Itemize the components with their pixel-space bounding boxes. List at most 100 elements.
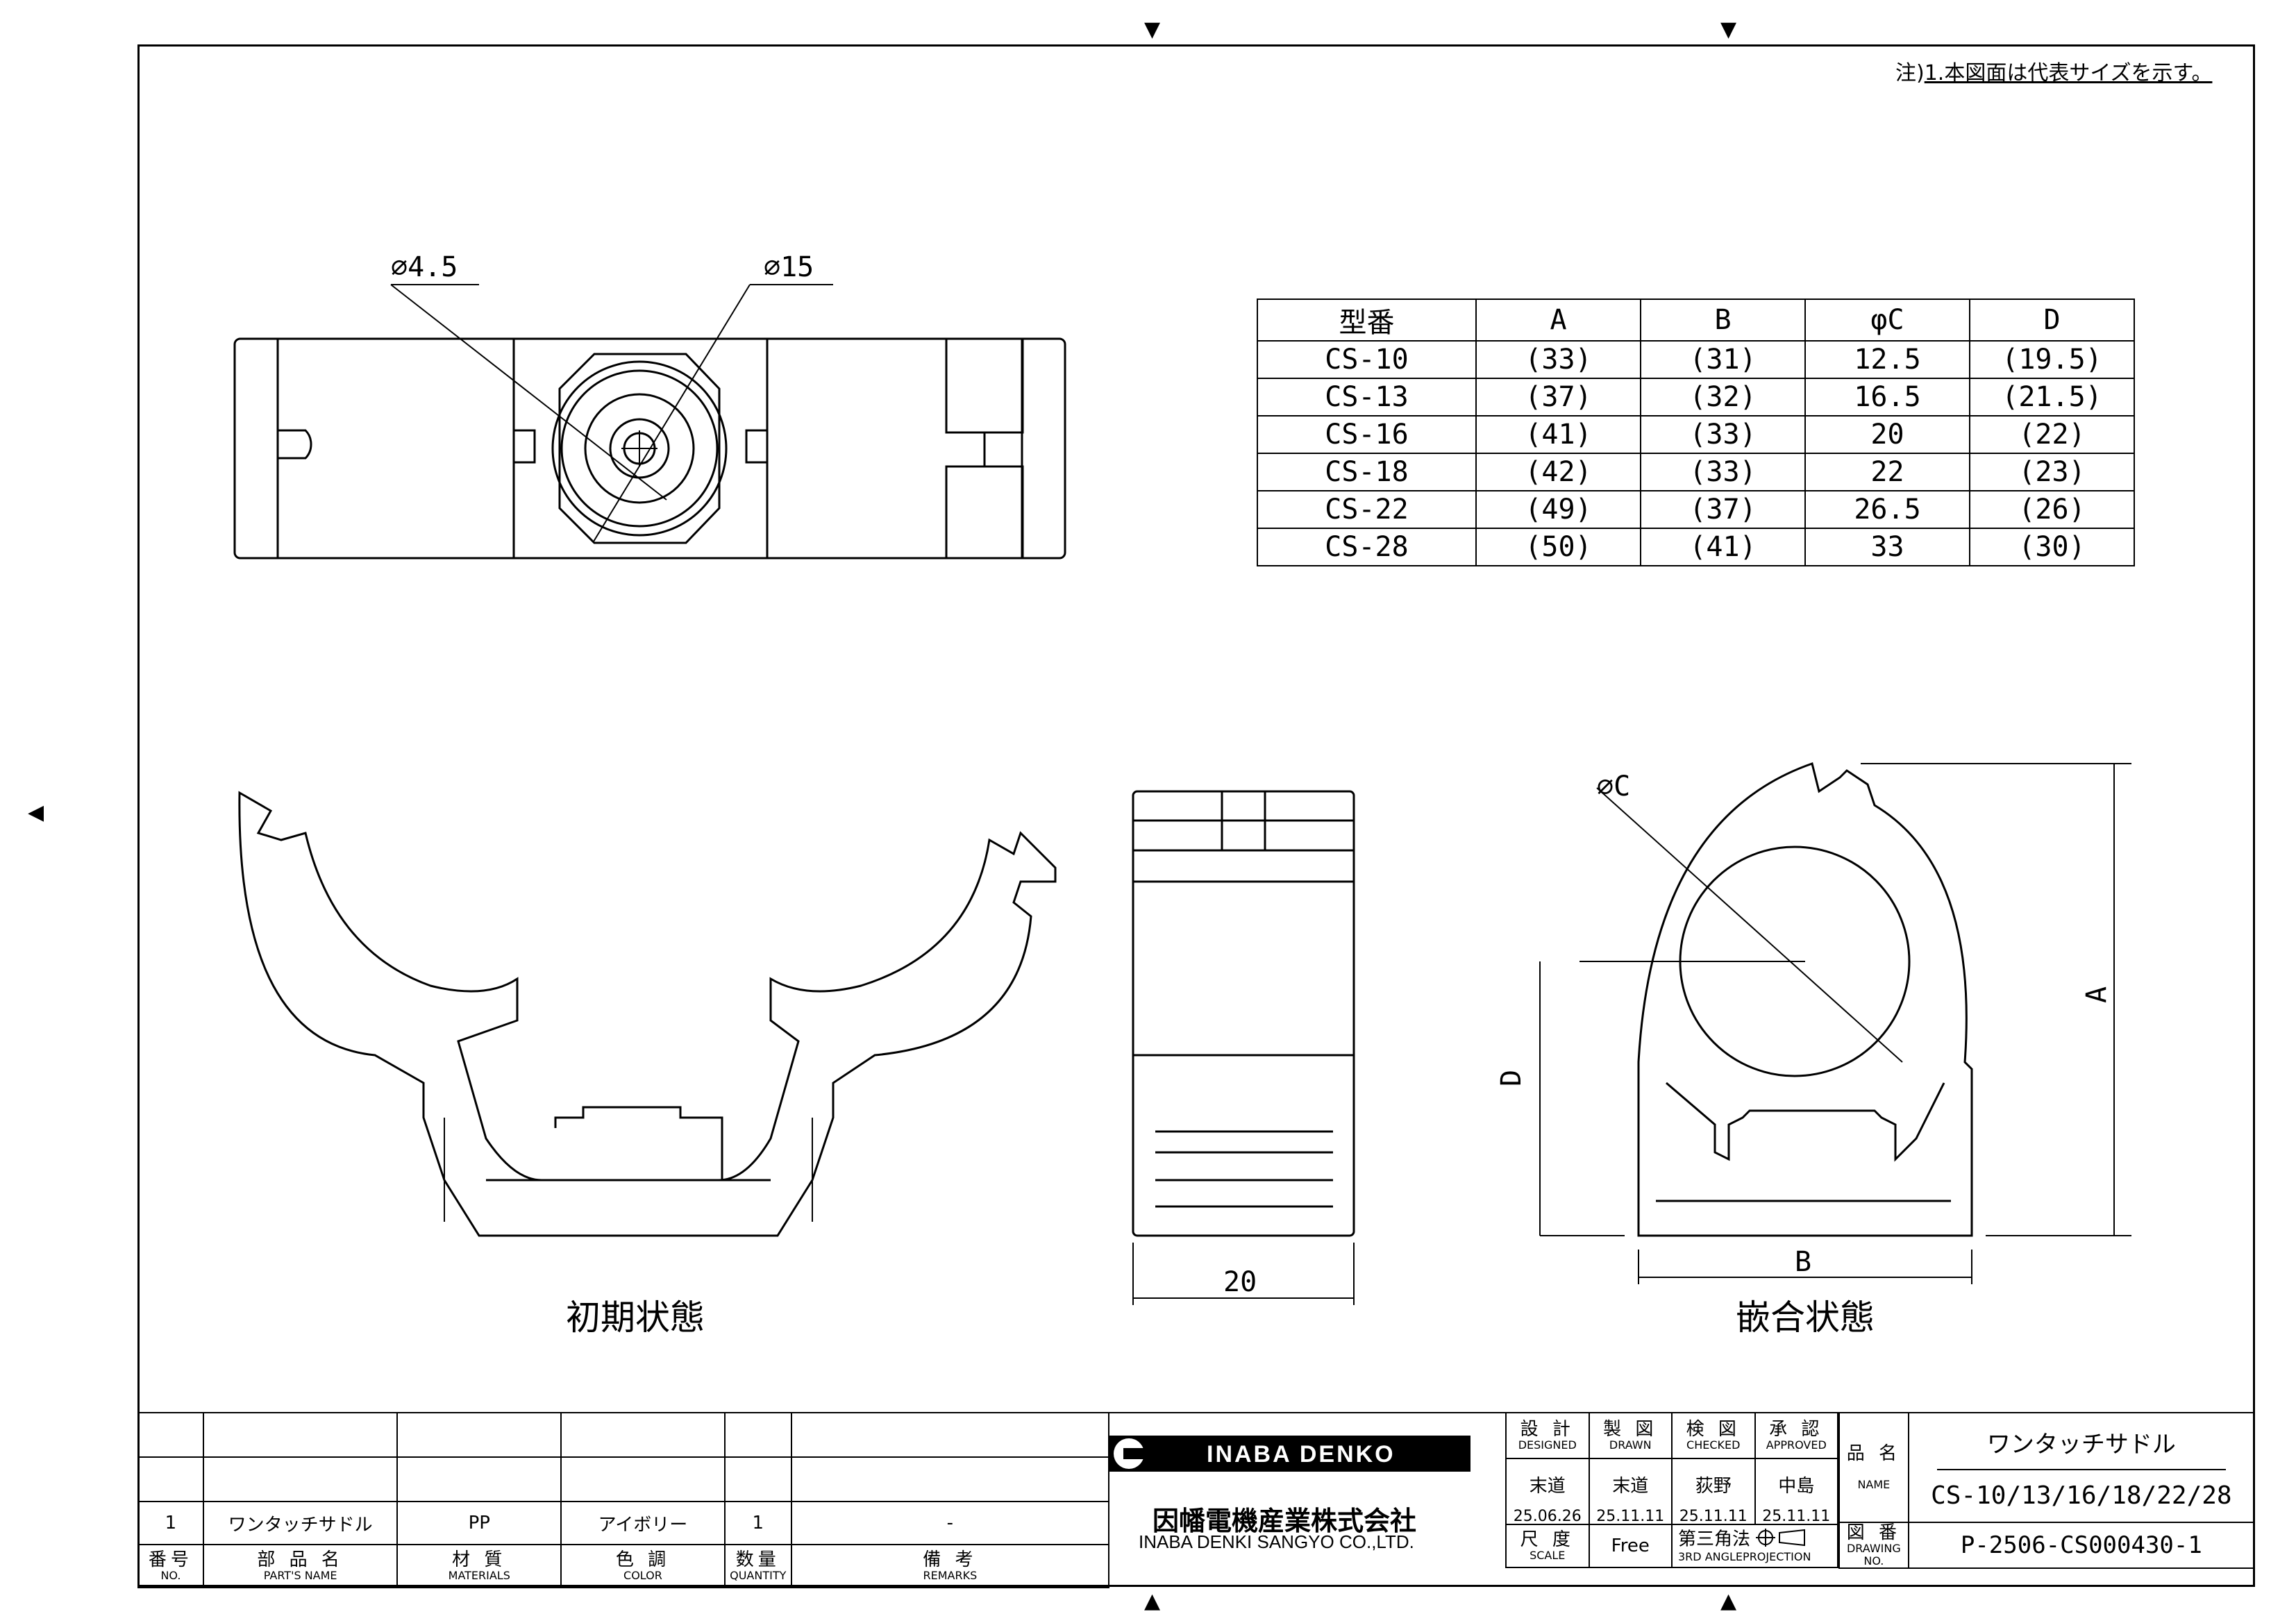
table-row: 1 ワンタッチサドル PP アイボリー 1 - [137, 1501, 1110, 1545]
table-cell: 12.5 [1804, 340, 1970, 379]
spec-header-c: φC [1804, 298, 1970, 342]
designed-label-en: DESIGNED [1518, 1438, 1577, 1452]
table-cell: (41) [1475, 415, 1641, 454]
checked-label-jp: 検 図 [1686, 1419, 1741, 1440]
drawing-no-label-en: DRAWING NO. [1846, 1542, 1901, 1567]
header-remarks-jp: 備 考 [923, 1549, 978, 1570]
part-color: アイボリー [560, 1501, 726, 1545]
registration-mark-bottom-left: ▲ [1144, 1589, 1161, 1613]
registration-mark-top-left: ▼ [1144, 17, 1161, 42]
table-cell: (33) [1475, 340, 1641, 379]
registration-mark-top-right: ▼ [1720, 17, 1737, 42]
header-quantity-jp: 数量 [735, 1549, 780, 1570]
note-prefix: 注) [1895, 61, 1925, 85]
table-cell: (23) [1969, 453, 2135, 491]
table-cell: CS-10 [1257, 340, 1477, 379]
scale-label-jp: 尺 度 [1520, 1529, 1575, 1550]
table-cell: CS-22 [1257, 490, 1477, 529]
fitted-state-label: 嵌合状態 [1736, 1297, 1875, 1338]
table-cell: 16.5 [1804, 378, 1970, 417]
spec-header-a: A [1475, 298, 1641, 342]
company-logo: INABA DENKO [1109, 1436, 1470, 1472]
table-cell: CS-16 [1257, 415, 1477, 454]
projection-label-en: 3RD ANGLEPROJECTION [1678, 1550, 1811, 1563]
drawing-no-value: P-2506-CS000430-1 [1907, 1522, 2256, 1569]
product-name-label-jp: 品 名 [1846, 1443, 1901, 1464]
table-cell: (49) [1475, 490, 1641, 529]
table-cell: (26) [1969, 490, 2135, 529]
table-cell: CS-18 [1257, 453, 1477, 491]
initial-state-view [238, 791, 1057, 1237]
product-title: ワンタッチサドル [1936, 1425, 2226, 1470]
company-name-jp: 因幡電機産業株式会社 [1153, 1506, 1417, 1536]
part-no: 1 [137, 1501, 204, 1545]
checked-date: 25.11.11 [1679, 1508, 1748, 1525]
approved-name: 中島 [1778, 1476, 1815, 1497]
drawn-label-jp: 製 図 [1603, 1419, 1658, 1440]
dim-diameter-c: ∅C [1597, 771, 1631, 802]
spec-header-d: D [1969, 298, 2135, 342]
fitted-state-view [1539, 762, 2131, 1284]
part-remarks: - [790, 1501, 1110, 1545]
spec-header-b: B [1640, 298, 1806, 342]
dim-b: B [1795, 1246, 1812, 1278]
table-cell: (42) [1475, 453, 1641, 491]
table-cell: (22) [1969, 415, 2135, 454]
company-logo-text: INABA DENKO [1207, 1441, 1396, 1468]
drawn-date: 25.11.11 [1596, 1508, 1665, 1525]
spec-table: 型番 A B φC D CS-10 (33) (31) 12.5 (19.5) … [1257, 298, 2135, 566]
drawing-no-label-jp: 図 番 [1846, 1522, 1901, 1543]
table-row: CS-10 (33) (31) 12.5 (19.5) [1257, 340, 2135, 379]
dim-width: 20 [1223, 1266, 1257, 1298]
header-remarks-en: REMARKS [923, 1569, 978, 1582]
table-cell: (41) [1640, 528, 1806, 566]
scale-value: Free [1588, 1524, 1673, 1568]
table-cell: 22 [1804, 453, 1970, 491]
table-cell: CS-28 [1257, 528, 1477, 566]
table-cell: (32) [1640, 378, 1806, 417]
header-name-en: PART'S NAME [263, 1569, 337, 1582]
dim-d: D [1495, 1069, 1528, 1087]
approved-date: 25.11.11 [1762, 1508, 1831, 1525]
table-cell: (30) [1969, 528, 2135, 566]
table-cell: 20 [1804, 415, 1970, 454]
drawn-name: 末道 [1612, 1476, 1649, 1497]
header-name-jp: 部 品 名 [257, 1549, 344, 1570]
header-material-jp: 材 質 [452, 1549, 507, 1570]
checked-name: 荻野 [1695, 1476, 1732, 1497]
table-cell: (37) [1640, 490, 1806, 529]
approved-label-jp: 承 認 [1769, 1419, 1824, 1440]
dim-a: A [2081, 986, 2113, 1004]
drawing-note: 注)1.本図面は代表サイズを示す。 [1895, 56, 2212, 86]
spec-table-header: 型番 A B φC D [1257, 298, 2135, 342]
checked-label-en: CHECKED [1686, 1438, 1741, 1452]
scale-label-en: SCALE [1530, 1549, 1566, 1562]
table-cell: 26.5 [1804, 490, 1970, 529]
table-cell: (50) [1475, 528, 1641, 566]
table-cell: (33) [1640, 415, 1806, 454]
spec-header-model: 型番 [1257, 298, 1477, 342]
table-cell: CS-13 [1257, 378, 1477, 417]
product-models: CS-10/13/16/18/22/28 [1931, 1481, 2232, 1510]
initial-state-label: 初期状態 [566, 1297, 705, 1338]
header-quantity-en: QUANTITY [730, 1569, 787, 1582]
designed-label-jp: 設 計 [1520, 1419, 1575, 1440]
company-logo-icon [1114, 1438, 1144, 1469]
designed-date: 25.06.26 [1513, 1508, 1582, 1525]
table-cell: (31) [1640, 340, 1806, 379]
dim-hole-large: ∅15 [764, 251, 814, 283]
header-no-jp: 番号 [148, 1549, 193, 1570]
drawn-label-en: DRAWN [1609, 1438, 1652, 1452]
table-cell: (21.5) [1969, 378, 2135, 417]
company-block [1109, 1412, 1505, 1587]
table-cell: 33 [1804, 528, 1970, 566]
table-row: CS-13 (37) (32) 16.5 (21.5) [1257, 378, 2135, 417]
table-row: CS-16 (41) (33) 20 (22) [1257, 415, 2135, 454]
projection-symbol-icon [1756, 1529, 1806, 1551]
company-name-en: INABA DENKI SANGYO CO.,LTD. [1139, 1531, 1414, 1552]
header-color-en: COLOR [623, 1569, 662, 1582]
